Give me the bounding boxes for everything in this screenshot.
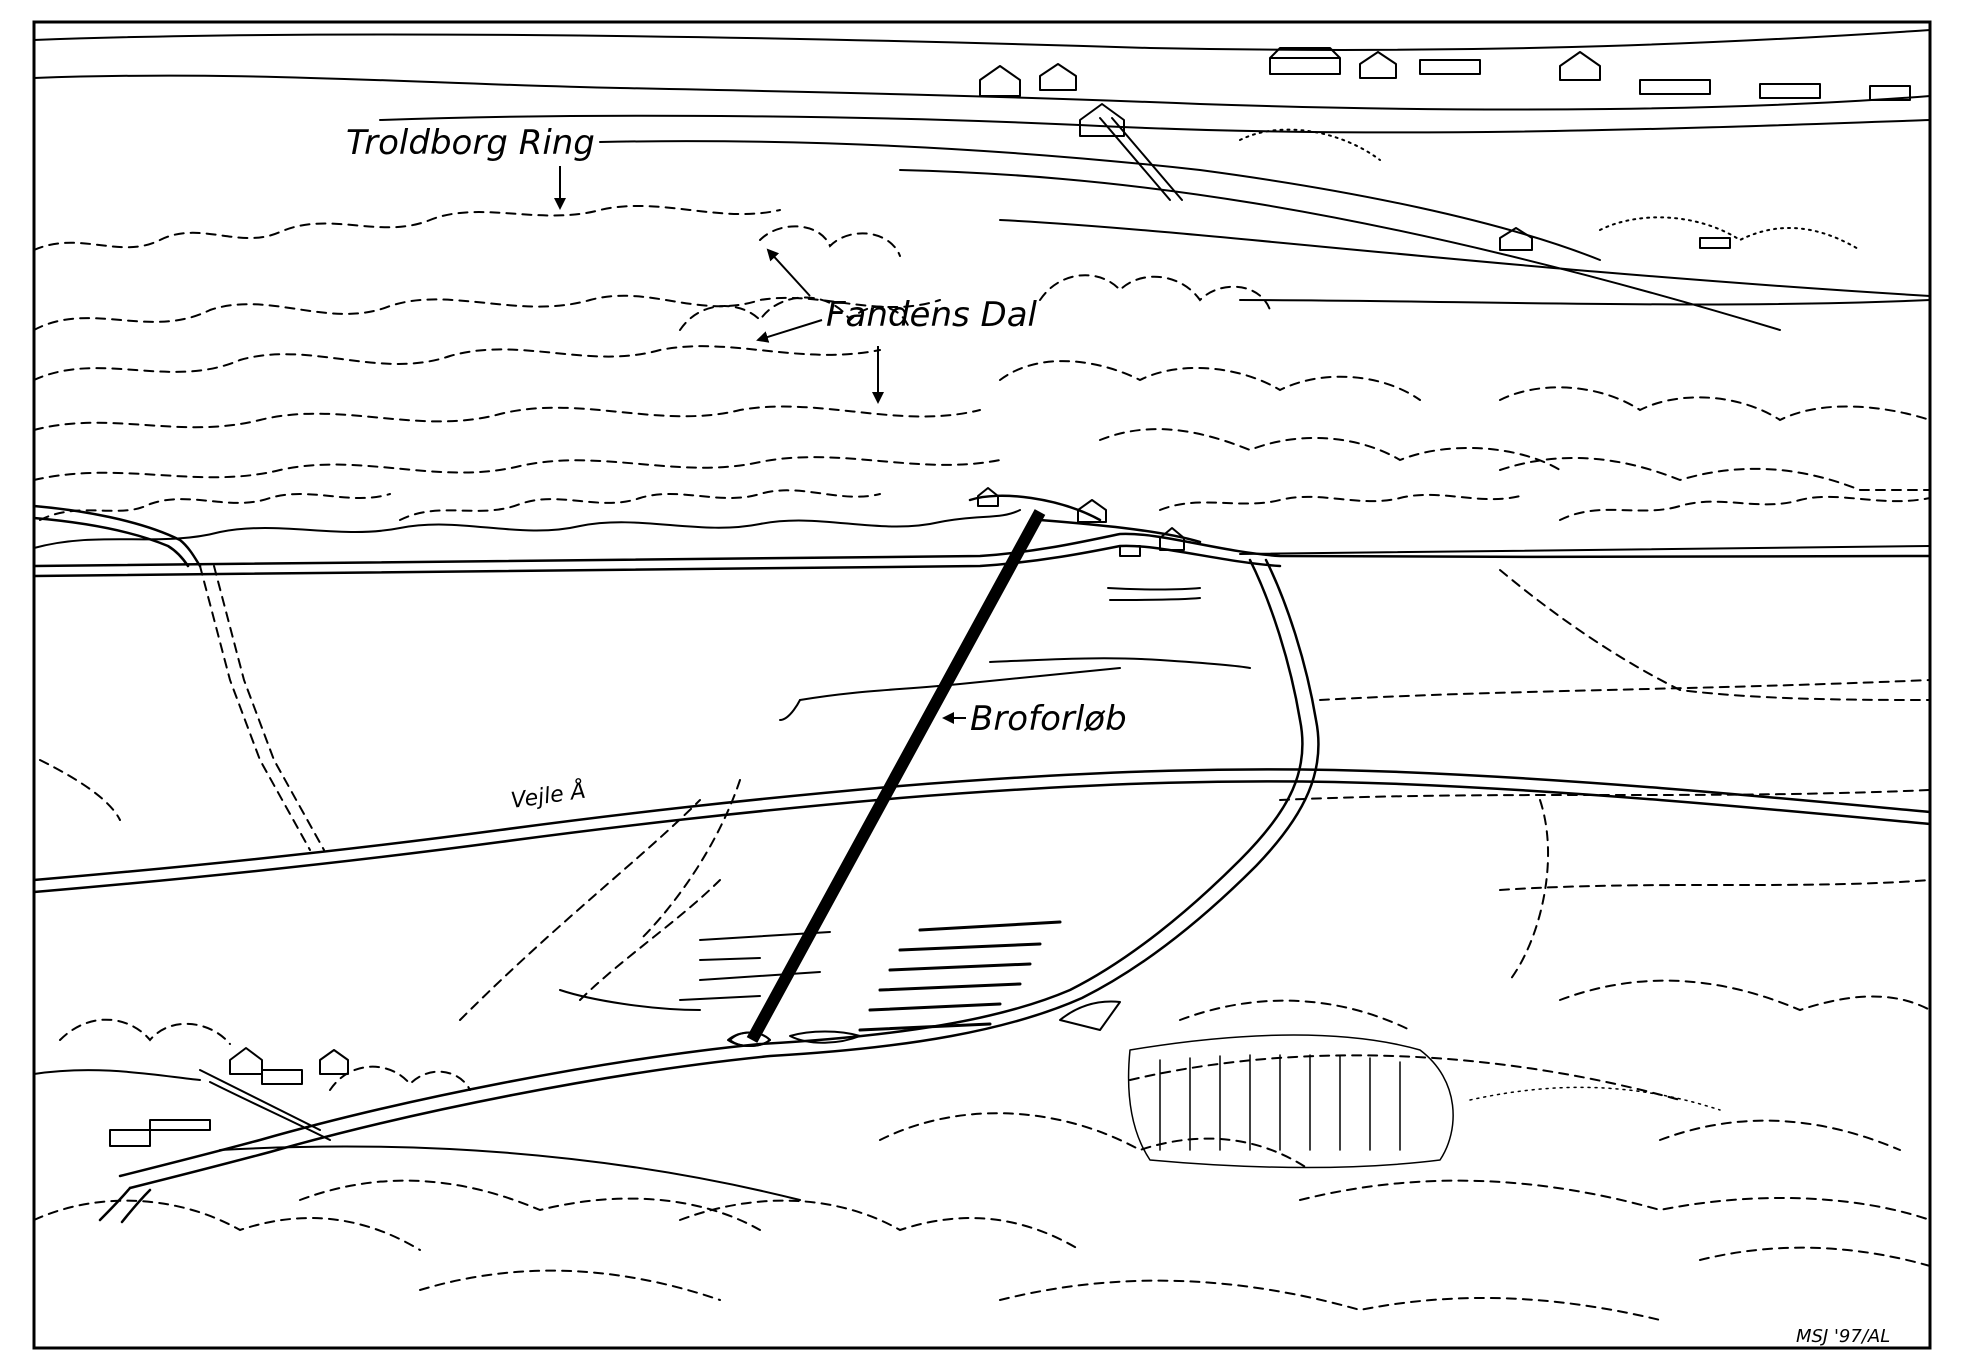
bridge-route-line xyxy=(746,509,1046,1043)
valley-tree-line xyxy=(33,489,1931,555)
label-troldborg-ring: Troldborg Ring xyxy=(346,123,595,163)
label-broforlob: Broforløb xyxy=(970,699,1127,739)
farmstead-south xyxy=(59,1018,471,1147)
foreground-hills xyxy=(33,979,1931,1321)
forest-slopes xyxy=(33,128,1931,491)
label-arrows xyxy=(554,166,966,724)
arrow-fandens-dal-2 xyxy=(756,319,823,343)
village xyxy=(979,47,1911,251)
farmstead-north xyxy=(977,487,1185,557)
valley-road xyxy=(32,494,1932,578)
label-fandens-dal: Fandens Dal xyxy=(826,295,1038,335)
arrow-fandens-dal-1 xyxy=(766,248,811,297)
vejle-a-river xyxy=(32,768,1932,894)
bridge-abutment-south xyxy=(729,1031,771,1047)
background-hills xyxy=(33,29,1931,331)
crossing-road xyxy=(98,558,1320,1224)
drawing-frame xyxy=(32,20,1932,1350)
artist-signature: MSJ '97/AL xyxy=(1796,1326,1890,1347)
plantation xyxy=(1127,1034,1721,1169)
